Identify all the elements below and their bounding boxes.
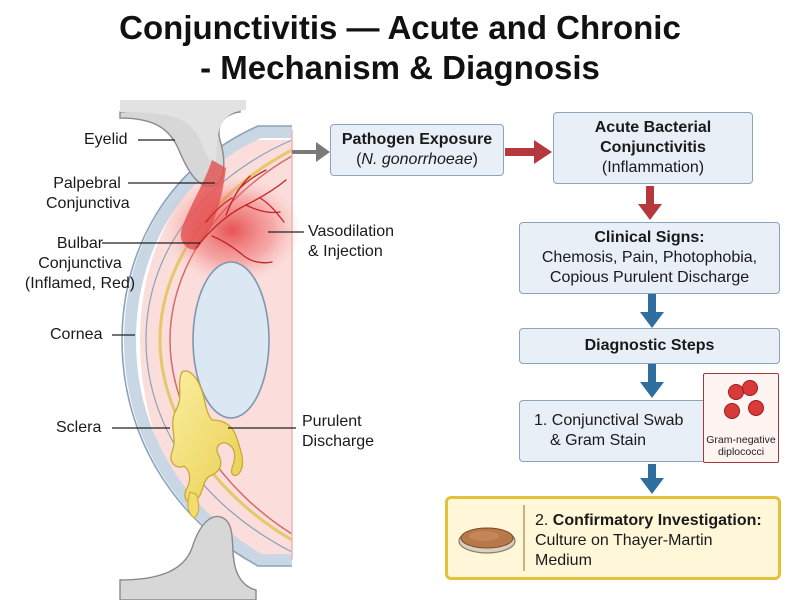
label-cornea: Cornea xyxy=(50,326,103,343)
label-bulbar-conjunctiva: Bulbar Conjunctiva (Inflamed, Red) xyxy=(2,234,158,294)
arrow-blue-to-step1 xyxy=(640,364,664,398)
box-pathogen-exposure: Pathogen Exposure (N. gonorrhoeae) xyxy=(330,124,504,176)
arrow-red-to-acute xyxy=(505,140,552,164)
diplococci-icon xyxy=(724,380,764,419)
pathogen-organism-line: (N. gonorrhoeae) xyxy=(331,150,503,170)
label-purulent-line1: Purulent xyxy=(302,413,362,430)
gram-stain-inset: Gram-negative diplococci xyxy=(703,373,779,463)
confirm-step-number: 2. xyxy=(535,512,553,529)
confirm-line2: Culture on Thayer-Martin xyxy=(535,532,713,549)
box-acute-bacterial-conjunctivitis: Acute Bacterial Conjunctivitis (Inflamma… xyxy=(553,112,753,184)
title-line-2: - Mechanism & Diagnosis xyxy=(200,49,600,86)
pathogen-organism: N. gonorrhoeae xyxy=(361,151,473,168)
signs-line2: Copious Purulent Discharge xyxy=(549,269,750,286)
lower-eyelid xyxy=(119,515,257,600)
diagnostic-title: Diagnostic Steps xyxy=(584,337,715,354)
label-sclera: Sclera xyxy=(56,419,102,436)
step1-line1: 1. Conjunctival Swab xyxy=(534,412,684,429)
confirm-line3: Medium xyxy=(535,552,592,569)
step1-line2: & Gram Stain xyxy=(550,432,647,449)
arrow-gray-to-pathogen xyxy=(292,142,330,162)
title-line-1: Conjunctivitis — Acute and Chronic xyxy=(119,9,681,46)
label-palpebral-line2: Conjunctiva xyxy=(46,195,130,212)
acute-line2: Conjunctivitis xyxy=(600,139,706,156)
box-confirmatory-investigation: 2. Confirmatory Investigation: Culture o… xyxy=(445,496,781,580)
box-step1-swab: 1. Conjunctival Swab & Gram Stain xyxy=(519,400,705,462)
label-eyelid: Eyelid xyxy=(84,131,128,148)
box-clinical-signs: Clinical Signs: Chemosis, Pain, Photopho… xyxy=(519,222,780,294)
label-bulbar-line2: Conjunctiva xyxy=(38,255,122,272)
gram-caption-line1: Gram-negative xyxy=(706,434,776,446)
confirm-line1: 2. Confirmatory Investigation: xyxy=(535,511,775,531)
label-palpebral-conjunctiva: Palpebral Conjunctiva xyxy=(46,174,130,214)
cornea-lens xyxy=(192,261,270,419)
vasodilated-vessels xyxy=(195,169,287,264)
leader-lines xyxy=(102,139,304,429)
arrow-blue-to-step2 xyxy=(640,464,664,494)
confirm-divider xyxy=(523,505,525,571)
box-diagnostic-steps: Diagnostic Steps xyxy=(519,328,780,364)
arrow-red-to-signs xyxy=(638,186,662,220)
label-bulbar-line1: Bulbar xyxy=(56,235,104,252)
label-vasodilation-line1: Vasodilation xyxy=(308,223,394,240)
signs-line1: Chemosis, Pain, Photophobia, xyxy=(541,249,758,266)
label-palpebral-line1: Palpebral xyxy=(53,175,121,192)
label-bulbar-line3: (Inflamed, Red) xyxy=(24,275,136,292)
diagram-title: Conjunctivitis — Acute and Chronic - Mec… xyxy=(0,8,800,88)
arrow-blue-to-diagnostic xyxy=(640,294,664,328)
flow-arrows xyxy=(292,140,664,494)
acute-line3: (Inflammation) xyxy=(601,159,705,176)
label-vasodilation-line2: & Injection xyxy=(308,243,383,260)
pathogen-paren-close: ) xyxy=(472,151,478,168)
confirm-title: Confirmatory Investigation: xyxy=(552,512,762,529)
discharge-drip xyxy=(187,491,200,519)
label-purulent-line2: Discharge xyxy=(302,433,375,450)
confirm-text: 2. Confirmatory Investigation: Culture o… xyxy=(535,511,775,571)
pathogen-title: Pathogen Exposure xyxy=(341,131,493,148)
purulent-discharge-blob xyxy=(170,370,244,504)
label-purulent-discharge: Purulent Discharge xyxy=(302,412,374,452)
gram-caption: Gram-negative diplococci xyxy=(704,434,778,458)
gram-caption-line2: diplococci xyxy=(717,446,765,458)
acute-line1: Acute Bacterial xyxy=(594,119,712,136)
petri-dish-icon xyxy=(458,527,516,554)
pathogen-paren-open: ( xyxy=(356,151,362,168)
label-vasodilation: Vasodilation & Injection xyxy=(308,222,394,262)
signs-title: Clinical Signs: xyxy=(594,229,705,246)
upper-eyelid-skin xyxy=(120,100,246,164)
